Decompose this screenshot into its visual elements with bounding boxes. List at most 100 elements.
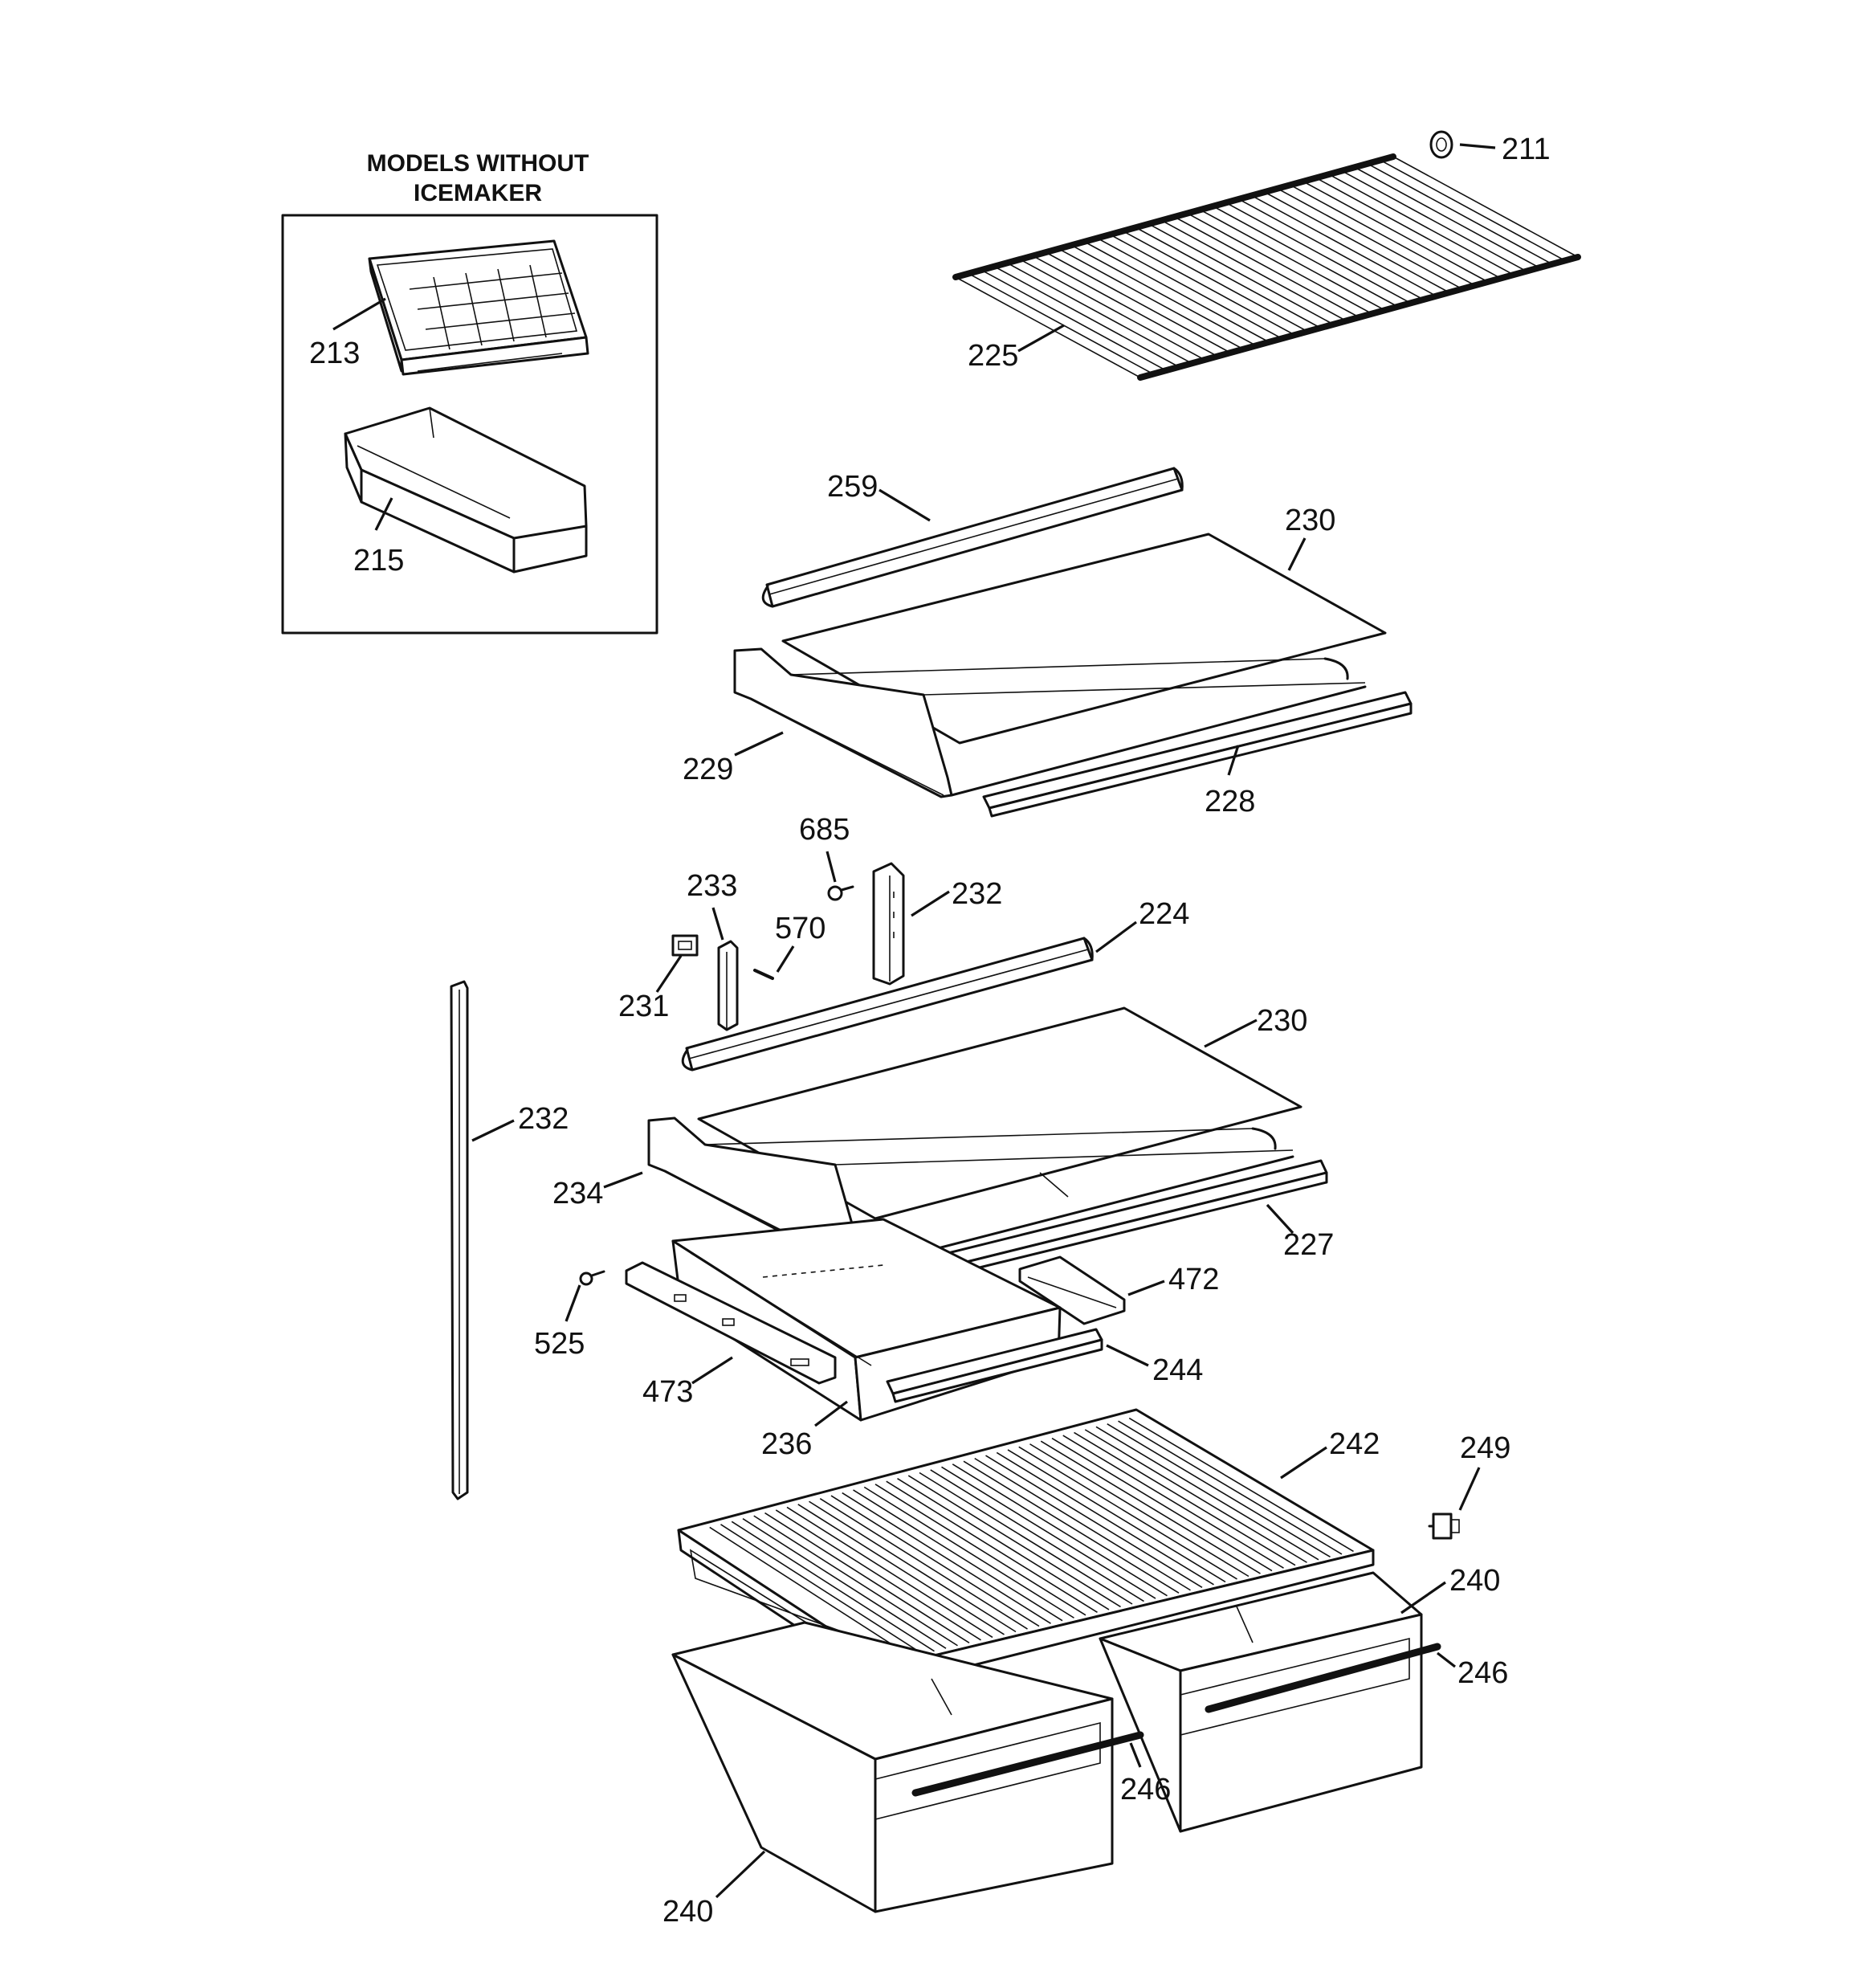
leader-229 <box>734 731 784 757</box>
shelf-wire <box>1174 216 1360 318</box>
leader-215 <box>374 497 393 531</box>
shelf-wire <box>1109 234 1295 336</box>
callout-230-lower: 230 <box>1257 1004 1307 1038</box>
leader-213 <box>332 297 386 331</box>
screw-685 <box>827 885 854 901</box>
shelf-wire <box>1264 191 1450 293</box>
callout-685: 685 <box>799 813 850 847</box>
shelf-wire <box>1213 206 1398 308</box>
rear-trim-228 <box>982 691 1413 818</box>
callout-246-right: 246 <box>1457 1656 1508 1690</box>
cover-rib <box>709 1526 911 1658</box>
callout-229: 229 <box>683 753 733 786</box>
shelf-wire <box>1225 202 1411 304</box>
shelf-wire <box>1328 173 1514 276</box>
leader-242 <box>1280 1446 1327 1480</box>
cover-rib <box>919 1472 1133 1605</box>
callout-224: 224 <box>1139 897 1189 931</box>
leader-246-left <box>1129 1742 1142 1768</box>
leader-246-right <box>1437 1651 1456 1668</box>
callout-259: 259 <box>827 470 878 504</box>
callout-240-left: 240 <box>662 1895 713 1929</box>
shelf-wire <box>1058 248 1244 350</box>
leader-240-left <box>715 1850 766 1899</box>
callout-473: 473 <box>642 1375 693 1409</box>
shelf-wire <box>1315 177 1502 280</box>
shelf-wire <box>968 272 1154 375</box>
cover-rib <box>985 1455 1203 1588</box>
leader-232-short <box>911 890 950 917</box>
callout-236: 236 <box>761 1427 812 1461</box>
drawer-handle-246-right <box>1205 1643 1441 1713</box>
shelf-wire <box>1251 194 1437 297</box>
leader-236 <box>814 1400 848 1427</box>
cover-rib <box>1074 1431 1296 1566</box>
bracket-233 <box>717 940 739 1031</box>
cover-rib <box>941 1466 1156 1599</box>
leader-228 <box>1227 745 1240 776</box>
slide-rail-472 <box>1018 1255 1126 1325</box>
callout-232-long: 232 <box>518 1102 569 1136</box>
callout-231: 231 <box>618 990 669 1023</box>
leader-211 <box>1459 143 1496 149</box>
callout-244: 244 <box>1152 1353 1203 1387</box>
cover-rib <box>1051 1437 1273 1572</box>
callout-215: 215 <box>353 544 404 578</box>
shelf-wire <box>993 266 1180 368</box>
clip-231 <box>671 934 699 957</box>
front-trim-224 <box>681 937 1094 1072</box>
shelf-wire <box>1290 184 1476 286</box>
cover-rib <box>742 1518 947 1649</box>
cover-rib <box>731 1521 935 1652</box>
leader-473 <box>691 1356 733 1385</box>
cover-rib <box>863 1486 1074 1619</box>
leader-232-long <box>471 1119 515 1142</box>
crisper-drawer-left <box>671 1621 1114 1913</box>
cover-rib <box>1007 1449 1226 1583</box>
pan-trim-244 <box>886 1328 1103 1403</box>
shelf-rail-232-short <box>872 862 905 986</box>
wire-shelf-part <box>952 153 1581 381</box>
leader-249 <box>1458 1467 1481 1511</box>
cover-rib <box>974 1457 1191 1591</box>
cover-rib <box>963 1460 1180 1594</box>
shelf-wire <box>1019 259 1205 361</box>
cover-rib <box>930 1469 1144 1602</box>
inset-frame <box>281 214 658 635</box>
cover-rib <box>720 1524 923 1655</box>
shelf-wire <box>1380 159 1566 262</box>
ice-tray-part <box>368 239 589 376</box>
cover-rib <box>809 1500 1017 1633</box>
callout-525: 525 <box>534 1327 585 1361</box>
cover-rib <box>1084 1429 1307 1563</box>
callout-230-upper: 230 <box>1285 504 1335 537</box>
callout-232-short: 232 <box>952 877 1002 911</box>
shelf-wire <box>1302 181 1489 283</box>
cover-rib <box>819 1497 1028 1630</box>
callout-246-left: 246 <box>1120 1773 1171 1806</box>
leader-224 <box>1095 921 1137 953</box>
cover-rib <box>1062 1435 1284 1569</box>
drawer-handle-246-left <box>911 1731 1144 1797</box>
shelf-wire <box>1032 255 1218 357</box>
callout-213: 213 <box>309 337 360 370</box>
shelf-wire <box>1200 209 1385 311</box>
cover-rib <box>874 1484 1086 1616</box>
shelf-wire <box>1135 227 1321 329</box>
cover-rib <box>952 1463 1168 1597</box>
leader-230-lower <box>1204 1018 1258 1048</box>
callout-211: 211 <box>1502 133 1551 166</box>
screw-570 <box>753 969 774 980</box>
cover-rib <box>764 1512 970 1643</box>
shelf-wire <box>1070 244 1257 346</box>
shelf-wire <box>1096 237 1282 340</box>
callout-240-right: 240 <box>1449 1564 1500 1598</box>
leader-525 <box>565 1284 581 1322</box>
cover-rib <box>797 1504 1005 1635</box>
cover-rib <box>886 1480 1098 1614</box>
cover-rib <box>1118 1420 1343 1555</box>
callout-234: 234 <box>552 1177 603 1210</box>
callout-242: 242 <box>1329 1427 1380 1461</box>
inset-heading-line2: ICEMAKER <box>414 180 542 206</box>
